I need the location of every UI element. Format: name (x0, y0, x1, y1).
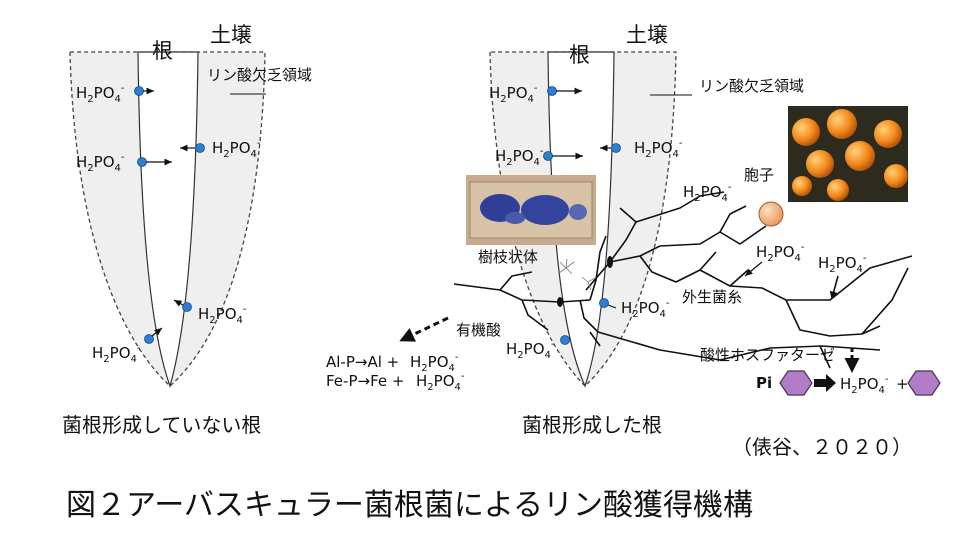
phosphate-label: H2PO4- (495, 146, 544, 168)
citation: （俵谷、２０２０） (732, 435, 912, 459)
phosphate-label: H2PO4- (506, 339, 555, 361)
arbuscule-label: 樹枝状体 (478, 248, 538, 266)
right-root-panel: 根 土壌 リン酸欠乏領域 H2PO4- H2PO4- H2PO4- H2PO4-… (326, 23, 941, 437)
phosphate-label: H2PO4- (818, 253, 867, 275)
plus-sign: + (896, 375, 909, 393)
hyphae-phosphate-2: H2PO4- (744, 242, 805, 277)
phosphate-dot (599, 298, 609, 308)
reaction-al: Al-P→Al + H2PO4- (326, 352, 459, 374)
phosphate-label: H2PO4- (92, 343, 141, 365)
phosphate-label: H2PO4- (198, 304, 247, 326)
phosphate-label: H2PO4- (621, 298, 670, 320)
left-root-panel: 根 土壌 リン酸欠乏領域 H2PO4- H2PO4- H2PO4- H2PO4-… (62, 23, 312, 437)
spore-icon (758, 201, 784, 227)
organic-acid-label: 有機酸 (456, 321, 501, 339)
phosphate-dot (182, 302, 192, 312)
left-root (137, 51, 199, 388)
right-root-label: 根 (569, 43, 590, 67)
phosphate-dot (543, 151, 553, 161)
conversion-arrow-icon (814, 374, 836, 392)
phosphate-label: H2PO4- (683, 182, 732, 204)
right-caption: 菌根形成した根 (522, 413, 662, 437)
phosphate-label: H2PO4- (756, 242, 805, 264)
pi-hexagon-icon (779, 370, 813, 396)
external-hyphae (453, 191, 913, 369)
phosphatase-label: 酸性ホスファターゼ (700, 346, 835, 364)
figure-title: 図２アーバスキュラー菌根菌によるリン酸獲得機構 (66, 488, 753, 523)
phosphate-dot (611, 143, 621, 153)
phosphate-label: H2PO4- (840, 374, 889, 396)
right-phosphate-3: H2PO4- (600, 138, 683, 160)
right-phosphate-5: H2PO4- (506, 335, 570, 361)
hyphae-phosphate-1: H2PO4- (683, 182, 732, 204)
svg-text:Fe-P→Fe +: Fe-P→Fe + (326, 372, 404, 390)
right-depletion-label: リン酸欠乏領域 (699, 77, 804, 95)
reaction-fe: Fe-P→Fe + H2PO4- (326, 371, 465, 393)
arbuscule-in-root (558, 258, 596, 291)
spore-label: 胞子 (744, 166, 774, 184)
phosphate-label: H2PO4- (212, 138, 261, 160)
phosphate-dot (195, 143, 205, 153)
right-soil-label: 土壌 (626, 23, 668, 47)
svg-text:Al-P→Al +: Al-P→Al + (326, 353, 399, 371)
right-phosphate-4: H2PO4- (599, 298, 670, 320)
left-root-label: 根 (152, 39, 173, 63)
hexagon-icon (907, 370, 941, 396)
phosphate-dot (134, 86, 144, 96)
right-phosphate-1: H2PO4- (489, 83, 582, 105)
left-phosphate-3: H2PO4- (180, 138, 261, 160)
left-phosphate-2: H2PO4- (76, 152, 172, 174)
organic-acid-arrow (399, 316, 449, 342)
pi-conversion: Pi H2PO4- + (756, 370, 941, 396)
arbuscule-photo (466, 175, 596, 245)
left-phosphate-4: H2PO4- (173, 299, 247, 326)
left-depletion-label: リン酸欠乏領域 (207, 66, 312, 84)
vesicle (557, 297, 563, 307)
phosphate-label: H2PO4- (410, 352, 459, 374)
phosphate-label: H2PO4- (489, 83, 538, 105)
phosphate-dot (547, 86, 557, 96)
phosphate-dot (137, 157, 147, 167)
phosphate-label: H2PO4- (416, 371, 465, 393)
phosphate-label: H2PO4- (76, 152, 125, 174)
phosphate-dot (144, 334, 154, 344)
hyphae-phosphate-3: H2PO4- (818, 253, 867, 300)
left-phosphate-5: H2PO4- (92, 327, 163, 365)
pi-label: Pi (756, 374, 772, 392)
vesicle (607, 256, 613, 268)
phosphate-dot (560, 335, 570, 345)
spore-photo (788, 106, 908, 202)
right-phosphate-2: H2PO4- (495, 146, 583, 168)
phosphate-label: H2PO4- (634, 138, 683, 160)
phosphate-label: H2PO4- (76, 83, 125, 105)
hyphae-label: 外生菌糸 (682, 288, 742, 306)
left-phosphate-1: H2PO4- (76, 83, 154, 105)
left-caption: 菌根形成していない根 (62, 413, 261, 437)
left-soil-label: 土壌 (210, 23, 252, 47)
